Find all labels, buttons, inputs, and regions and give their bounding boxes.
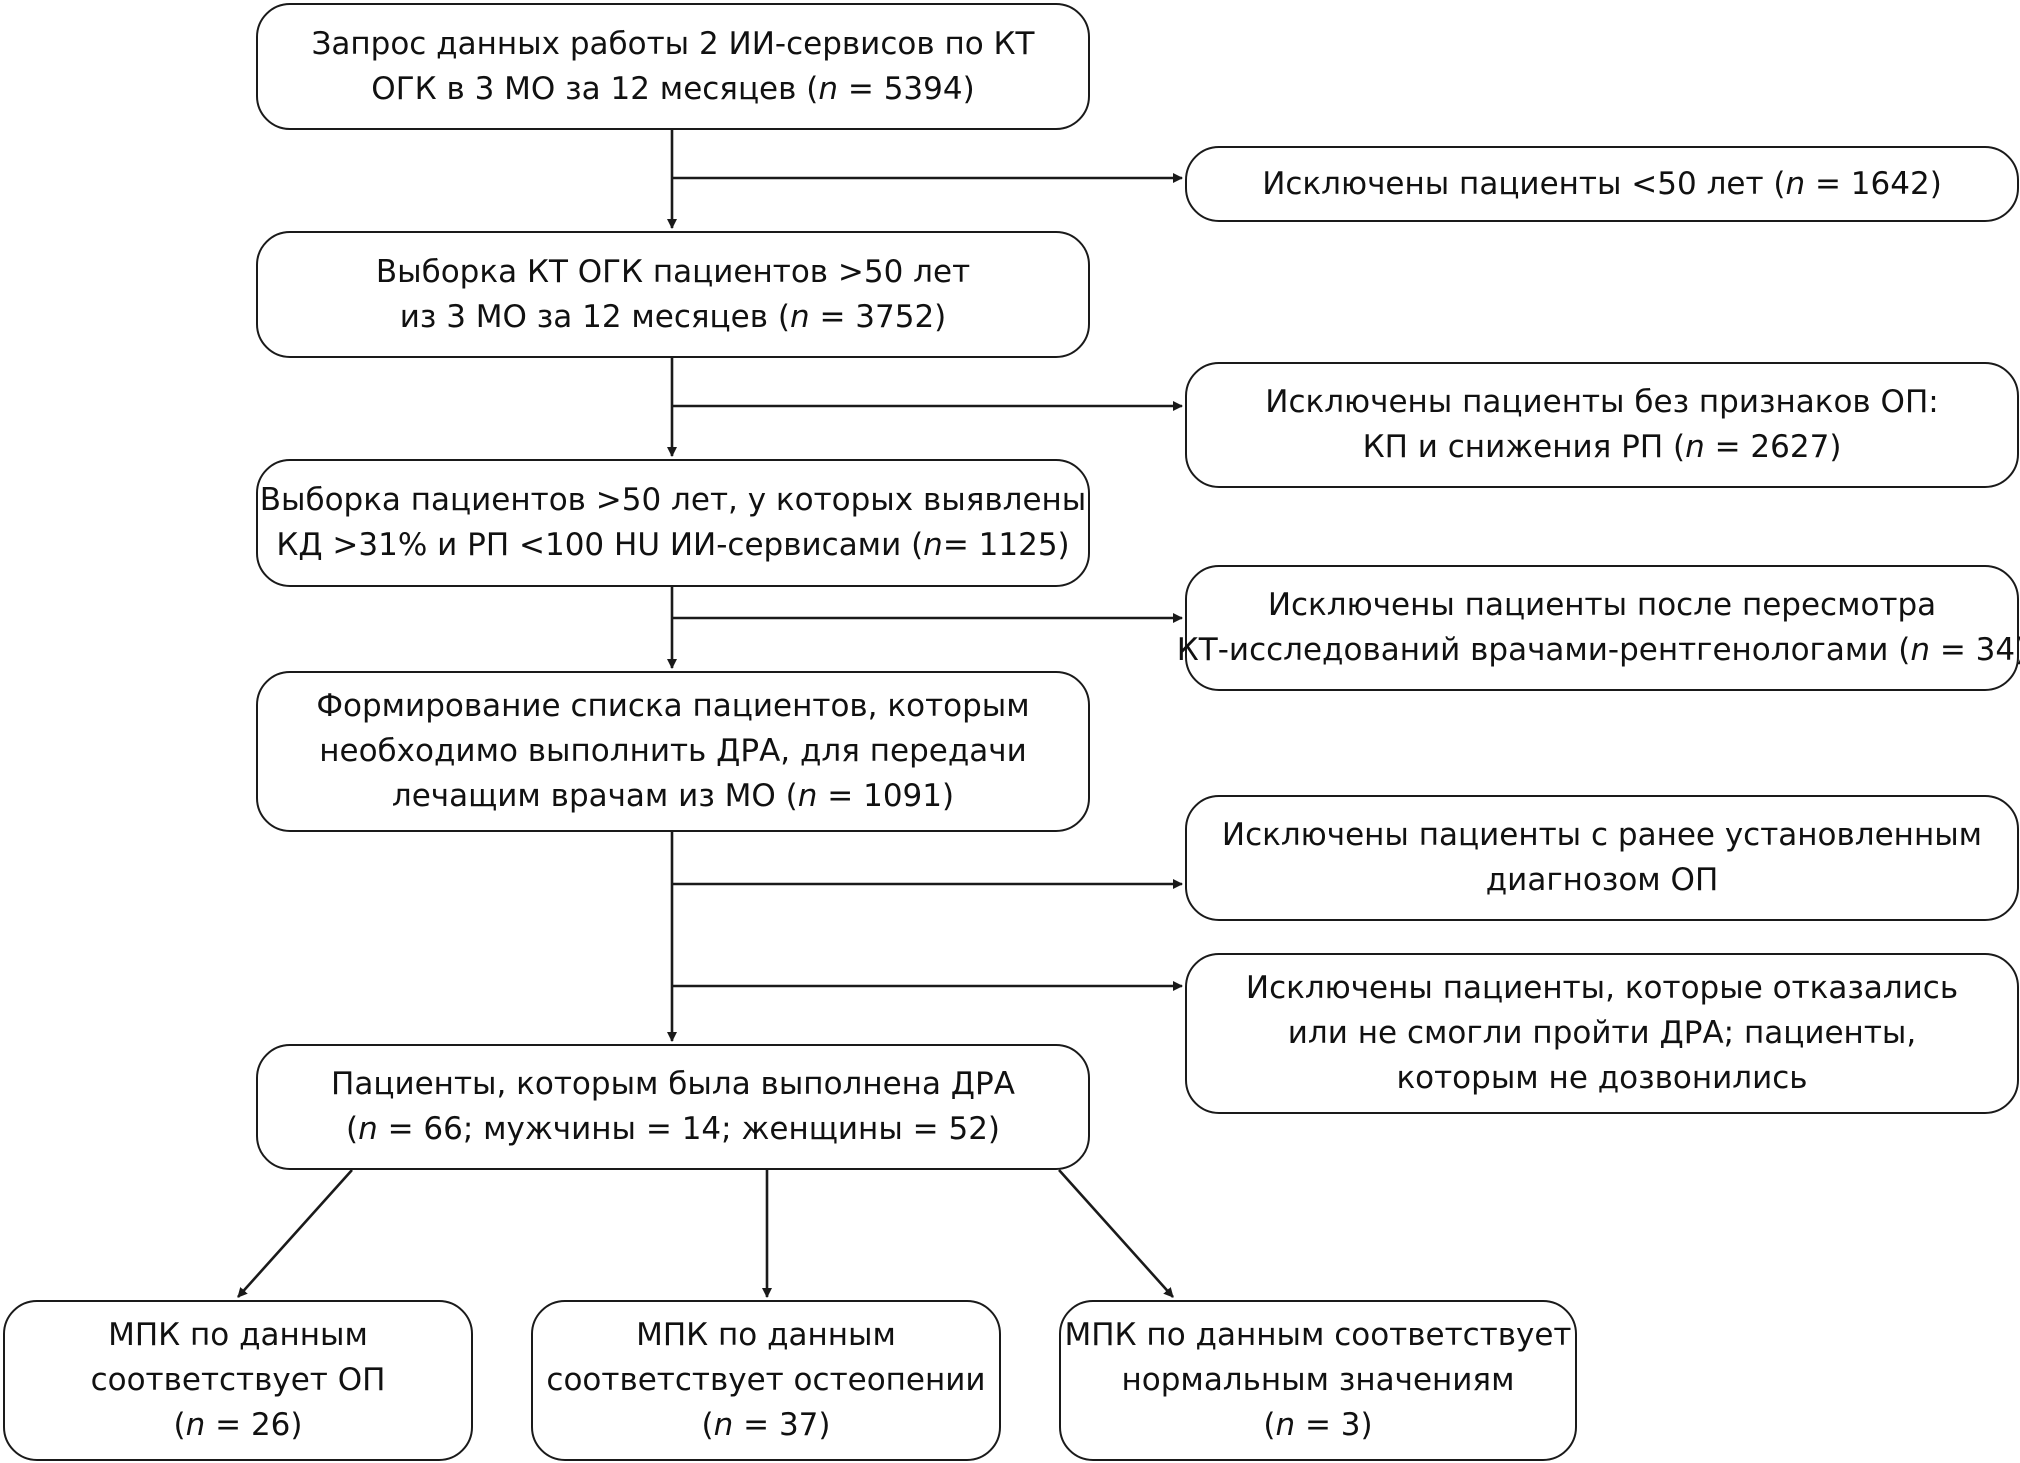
text-segment: необходимо выполнить ДРА, для передачи bbox=[319, 733, 1027, 769]
step-2-sample-over-50-box: Выборка КТ ОГК пациентов >50 лет из 3 МО … bbox=[256, 231, 1090, 358]
text-segment: лечащим врачам из МО ( bbox=[391, 778, 798, 814]
italic-n-symbol: n bbox=[1685, 429, 1705, 465]
text-segment: = 1091) bbox=[817, 778, 955, 814]
text-segment: из 3 МО за 12 месяцев ( bbox=[399, 298, 790, 335]
italic-n-symbol: n bbox=[358, 1111, 378, 1147]
outcome-normal-box: МПК по данным соответствует нормальным зн… bbox=[1059, 1300, 1577, 1461]
node-text-line: лечащим врачам из МО (n = 1091) bbox=[392, 774, 954, 819]
node-text-line: КТ-исследований врачами-рентгенологами (… bbox=[1177, 628, 2020, 673]
node-text-line: нормальным значениям bbox=[1122, 1358, 1515, 1403]
text-segment: нормальным значениям bbox=[1121, 1362, 1515, 1398]
node-text-line: Исключены пациенты после пересмотра bbox=[1268, 583, 1936, 628]
node-text-line: (n = 37) bbox=[702, 1403, 831, 1448]
node-text-line: Исключены пациенты с ранее установленным bbox=[1222, 813, 1982, 858]
node-text-line: Выборка КТ ОГК пациентов >50 лет bbox=[376, 250, 970, 295]
text-segment: ( bbox=[345, 1111, 359, 1147]
text-segment: = 34) bbox=[1929, 632, 2020, 668]
text-segment: которым не дозвонились bbox=[1396, 1060, 1808, 1096]
node-text-line: Запрос данных работы 2 ИИ-сервисов по КТ bbox=[312, 22, 1035, 67]
text-segment: диагнозом ОП bbox=[1485, 862, 1719, 898]
italic-n-symbol: n bbox=[797, 778, 818, 814]
exclusion-prior-diagnosis-box: Исключены пациенты с ранее установленным… bbox=[1185, 795, 2019, 921]
text-segment: МПК по данным соответствует bbox=[1064, 1317, 1572, 1353]
node-text-line: или не смогли пройти ДРА; пациенты, bbox=[1288, 1011, 1916, 1056]
text-segment: = 2627) bbox=[1704, 429, 1842, 465]
exclusion-under-50-box: Исключены пациенты <50 лет (n = 1642) bbox=[1185, 146, 2019, 222]
step-1-data-request-box: Запрос данных работы 2 ИИ-сервисов по КТ… bbox=[256, 3, 1090, 130]
text-segment: соответствует остеопении bbox=[546, 1362, 986, 1398]
node-text-line: МПК по данным bbox=[108, 1313, 368, 1358]
text-segment: = 3) bbox=[1295, 1407, 1373, 1443]
italic-n-symbol: n bbox=[1910, 632, 1930, 668]
text-segment: Выборка пациентов >50 лет, у которых выя… bbox=[259, 482, 1087, 518]
node-text-line: Формирование списка пациентов, которым bbox=[316, 684, 1029, 729]
italic-n-symbol: n bbox=[185, 1407, 206, 1443]
text-segment: = 5394) bbox=[838, 70, 975, 107]
text-segment: ( bbox=[701, 1407, 714, 1443]
exclusion-no-op-signs-box: Исключены пациенты без признаков ОП: КП и… bbox=[1185, 362, 2019, 488]
text-segment: Исключены пациенты, которые отказались bbox=[1245, 970, 1959, 1006]
text-segment: Исключены пациенты с ранее установленным bbox=[1221, 817, 1983, 853]
text-segment: ( bbox=[1263, 1407, 1276, 1443]
node-text-line: МПК по данным bbox=[636, 1313, 896, 1358]
text-segment: = 1125) bbox=[942, 527, 1070, 563]
outcome-osteoporosis-box: МПК по данным соответствует ОП (n = 26) bbox=[3, 1300, 473, 1461]
node-text-line: ОГК в 3 МО за 12 месяцев (n = 5394) bbox=[371, 67, 974, 112]
italic-n-symbol: n bbox=[713, 1407, 734, 1443]
italic-n-symbol: n bbox=[1785, 165, 1806, 202]
node-text-line: КД >31% и РП <100 HU ИИ-сервисами (n= 11… bbox=[276, 523, 1069, 568]
step-3-ai-detected-box: Выборка пациентов >50 лет, у которых выя… bbox=[256, 459, 1090, 587]
text-segment: Исключены пациенты после пересмотра bbox=[1267, 587, 1937, 623]
edge-step5-out3 bbox=[1058, 1169, 1174, 1298]
text-segment: МПК по данным bbox=[108, 1317, 368, 1353]
node-text-line: Пациенты, которым была выполнена ДРА bbox=[331, 1062, 1015, 1107]
node-text-line: Исключены пациенты без признаков ОП: bbox=[1265, 380, 1938, 425]
text-segment: = 3752) bbox=[809, 298, 947, 335]
step-5-dxa-performed-box: Пациенты, которым была выполнена ДРА (n =… bbox=[256, 1044, 1090, 1170]
text-segment: или не смогли пройти ДРА; пациенты, bbox=[1287, 1015, 1917, 1051]
text-segment: КП и снижения РП ( bbox=[1362, 429, 1686, 465]
text-segment: ОГК в 3 МО за 12 месяцев ( bbox=[371, 70, 819, 107]
text-segment: = 1642) bbox=[1805, 165, 1942, 202]
node-text-line: диагнозом ОП bbox=[1486, 858, 1719, 903]
text-segment: Пациенты, которым была выполнена ДРА bbox=[331, 1066, 1015, 1102]
text-segment: ( bbox=[173, 1407, 186, 1443]
step-4-referral-list-box: Формирование списка пациентов, которым не… bbox=[256, 671, 1090, 832]
text-segment: Формирование списка пациентов, которым bbox=[316, 688, 1030, 724]
node-text-line: МПК по данным соответствует bbox=[1065, 1313, 1572, 1358]
node-text-line: Исключены пациенты, которые отказались bbox=[1246, 966, 1958, 1011]
node-text-line: которым не дозвонились bbox=[1396, 1056, 1807, 1101]
text-segment: Исключены пациенты <50 лет ( bbox=[1262, 165, 1786, 202]
node-text-line: соответствует остеопении bbox=[546, 1358, 985, 1403]
text-segment: соответствует ОП bbox=[90, 1362, 386, 1398]
italic-n-symbol: n bbox=[923, 527, 943, 563]
node-text-line: (n = 66; мужчины = 14; женщины = 52) bbox=[346, 1107, 1000, 1152]
node-text-line: Исключены пациенты <50 лет (n = 1642) bbox=[1262, 162, 1942, 207]
node-text-line: необходимо выполнить ДРА, для передачи bbox=[319, 729, 1026, 774]
node-text-line: КП и снижения РП (n = 2627) bbox=[1363, 425, 1842, 470]
exclusion-refused-dxa-box: Исключены пациенты, которые отказались ил… bbox=[1185, 953, 2019, 1114]
outcome-osteopenia-box: МПК по данным соответствует остеопении (n … bbox=[531, 1300, 1001, 1461]
italic-n-symbol: n bbox=[1275, 1407, 1296, 1443]
node-text-line: (n = 3) bbox=[1263, 1403, 1372, 1448]
text-segment: Исключены пациенты без признаков ОП: bbox=[1265, 384, 1939, 420]
text-segment: = 66; мужчины = 14; женщины = 52) bbox=[377, 1111, 1001, 1147]
text-segment: Запрос данных работы 2 ИИ-сервисов по КТ bbox=[311, 25, 1035, 62]
text-segment: КД >31% и РП <100 HU ИИ-сервисами ( bbox=[276, 527, 924, 563]
text-segment: МПК по данным bbox=[636, 1317, 896, 1353]
text-segment: = 37) bbox=[733, 1407, 831, 1443]
text-segment: Выборка КТ ОГК пациентов >50 лет bbox=[375, 253, 971, 290]
italic-n-symbol: n bbox=[818, 70, 839, 107]
text-segment: КТ-исследований врачами-рентгенологами ( bbox=[1176, 632, 1911, 668]
edge-step5-out1 bbox=[237, 1169, 353, 1298]
node-text-line: из 3 МО за 12 месяцев (n = 3752) bbox=[400, 295, 947, 340]
node-text-line: (n = 26) bbox=[174, 1403, 303, 1448]
node-text-line: Выборка пациентов >50 лет, у которых выя… bbox=[260, 478, 1087, 523]
italic-n-symbol: n bbox=[789, 298, 810, 335]
text-segment: = 26) bbox=[205, 1407, 303, 1443]
node-text-line: соответствует ОП bbox=[91, 1358, 386, 1403]
